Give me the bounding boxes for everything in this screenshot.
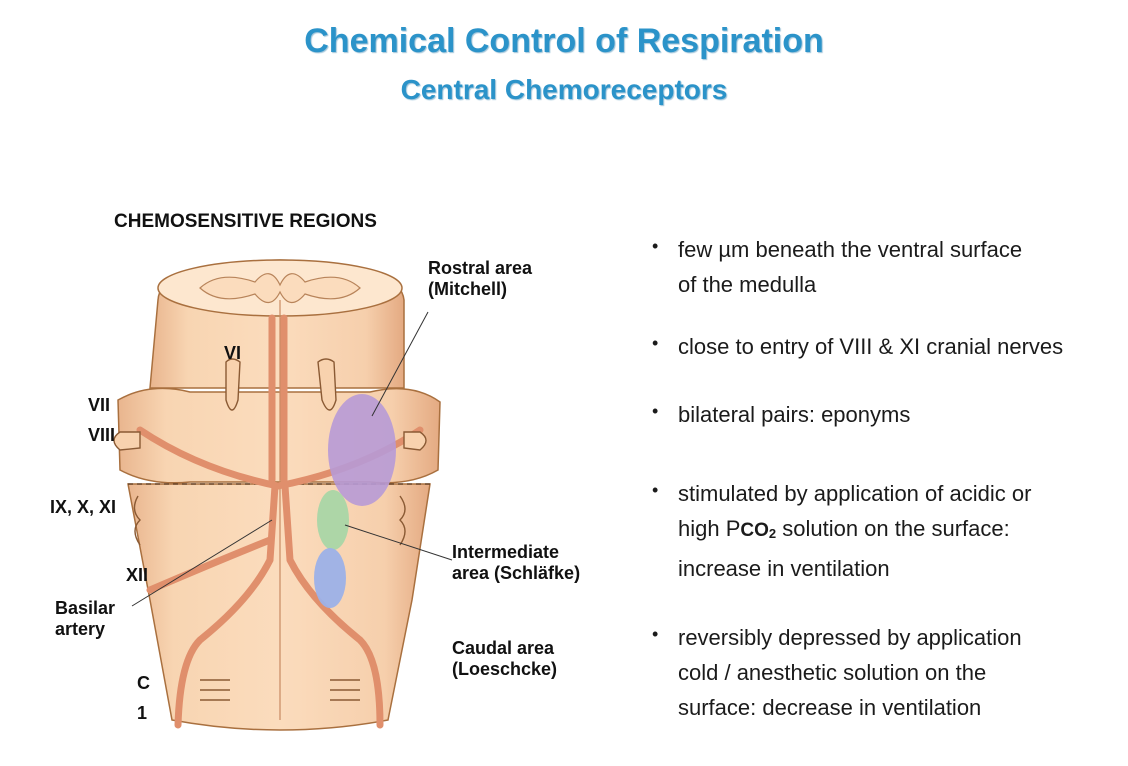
slide-subtitle: Central Chemoreceptors [400,74,728,105]
bullet-line: few µm beneath the ventral surface [678,237,1023,262]
bullet-line: surface: decrease in ventilation [678,695,982,720]
basilar-artery-label: Basilar artery [55,598,116,639]
bullet-dot-icon: • [652,401,659,421]
caudal-area-patch [314,548,346,608]
figure-heading: CHEMOSENSITIVE REGIONS [114,211,377,232]
bullet-line: bilateral pairs: eponyms [678,402,911,427]
nerve-vii-label: VII [88,395,111,415]
bullet-dot-icon: • [652,236,659,256]
cranial-nerves [113,358,427,701]
cervical-c-label: C [137,673,150,693]
pco2-subscript: 2 [768,526,777,541]
bullet-item: • stimulated by application of acidic or… [652,476,1112,586]
nerve-viii-label: VIII [88,425,116,445]
slide-title: Chemical Control of Respiration [304,22,824,60]
bullet-item: • bilateral pairs: eponyms [652,397,1112,432]
bullet-line: increase in ventilation [678,556,890,581]
pco2-co: CO [740,520,769,541]
nerve-vi-label: VI [224,343,242,363]
leader-lines [131,311,453,607]
cervical-1-label: 1 [137,703,148,723]
nerve-xii-label: XII [126,565,149,585]
rostral-area-label: Rostral area (Mitchell) [428,258,533,299]
bullet-item: • reversibly depressed by application co… [652,620,1112,725]
bullet-dot-icon: • [652,333,659,353]
bullet-line: stimulated by application of acidic or [678,481,1032,506]
bullet-line: of the medulla [678,272,817,297]
bullet-dot-icon: • [652,480,659,500]
rostral-area-patch [328,394,396,506]
pco2-suffix: solution on the surface: [776,516,1010,541]
bullet-item: • close to entry of VIII & XI cranial ne… [652,329,1112,364]
intermediate-area-label: Intermediate area (Schläfke) [452,542,581,583]
bullet-dot-icon: • [652,624,659,644]
bullet-item: • few µm beneath the ventral surface of … [652,232,1112,302]
chemosensitive-areas [314,394,396,608]
bullet-line: high PCO2 solution on the surface: [678,511,1112,551]
nerve-ix-x-xi-label: IX, X, XI [50,497,117,517]
caudal-area-label: Caudal area (Loeschcke) [452,638,558,679]
bullet-line: close to entry of VIII & XI cranial nerv… [678,334,1064,359]
bullet-line: cold / anesthetic solution on the [678,660,987,685]
brainstem-body [117,259,441,731]
intermediate-area-patch [317,490,349,550]
pco2-prefix: high P [678,516,741,541]
bullet-line: reversibly depressed by application [678,625,1022,650]
